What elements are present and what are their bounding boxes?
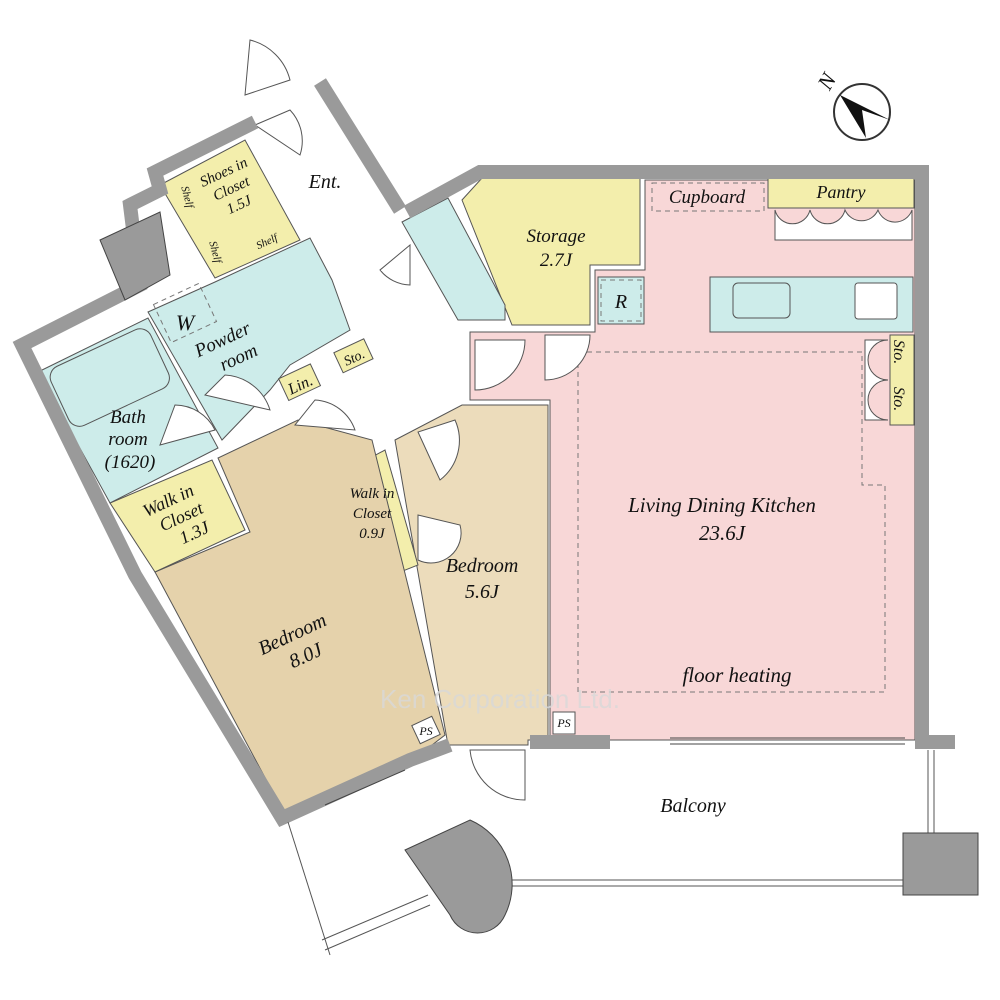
label-pantry: Pantry [816, 182, 866, 202]
label-floor-heating: floor heating [682, 663, 791, 687]
label-bath-2: room [108, 429, 147, 450]
floor-heating-outline [577, 351, 886, 693]
storage-right [889, 334, 915, 426]
kitchen-sink [732, 282, 791, 319]
powder-room-area [147, 237, 351, 441]
pantry-area [767, 177, 915, 209]
compass-arrow-icon [840, 95, 890, 138]
walk-in-closet-1-area [109, 459, 246, 573]
label-entrance: Ent. [308, 171, 342, 193]
label-wic2-1: Walk in [350, 486, 395, 502]
label-storage-2: 2.7J [540, 250, 574, 271]
balcony-pillar [902, 832, 979, 896]
label-bath-1: Bath [110, 407, 146, 428]
label-washer: W [176, 310, 196, 335]
label-wic2-2: Closet [353, 506, 392, 522]
bathtub [49, 328, 170, 427]
refrigerator-space [597, 276, 645, 325]
label-bath-3: (1620) [105, 452, 156, 473]
label-storage-right-2: Sto. [890, 387, 907, 411]
label-ldk-2: 23.6J [699, 521, 747, 545]
shoes-closet-area [159, 139, 301, 279]
washer-outline [152, 282, 218, 344]
label-storage-1: Storage [526, 226, 585, 247]
label-storage-right-1: Sto. [890, 340, 907, 364]
bedroom-2-area [394, 404, 549, 746]
label-ps-2: PS [556, 716, 570, 730]
refrigerator-outline [600, 279, 642, 322]
north-compass: N [812, 68, 891, 141]
label-shelf-2: Shelf [206, 240, 224, 266]
label-balcony: Balcony [660, 795, 726, 817]
label-ps-1: PS [418, 724, 432, 738]
linen-area [277, 363, 322, 402]
label-refrigerator: R [614, 291, 627, 313]
cupboard-outline [651, 182, 765, 212]
stove [854, 282, 898, 320]
compass-north-label: N [812, 68, 842, 95]
walls [12, 78, 955, 827]
watermark: Ken Corporation Ltd. [380, 684, 620, 714]
label-ldk-1: Living Dining Kitchen [627, 493, 816, 517]
label-cupboard: Cupboard [669, 187, 746, 208]
room-fills [37, 139, 916, 816]
doors [159, 39, 913, 801]
storage-small-area [333, 338, 374, 374]
label-wic2-3: 0.9J [359, 526, 386, 542]
toilet-area [401, 197, 506, 321]
balcony [287, 750, 979, 956]
balcony-curved-pillar [404, 819, 513, 934]
label-bedroom2-1: Bedroom [446, 555, 519, 577]
label-shelf-1: Shelf [178, 185, 196, 211]
structural-column [99, 211, 171, 301]
bath-area [37, 317, 219, 504]
label-bedroom2-2: 5.6J [465, 581, 500, 603]
